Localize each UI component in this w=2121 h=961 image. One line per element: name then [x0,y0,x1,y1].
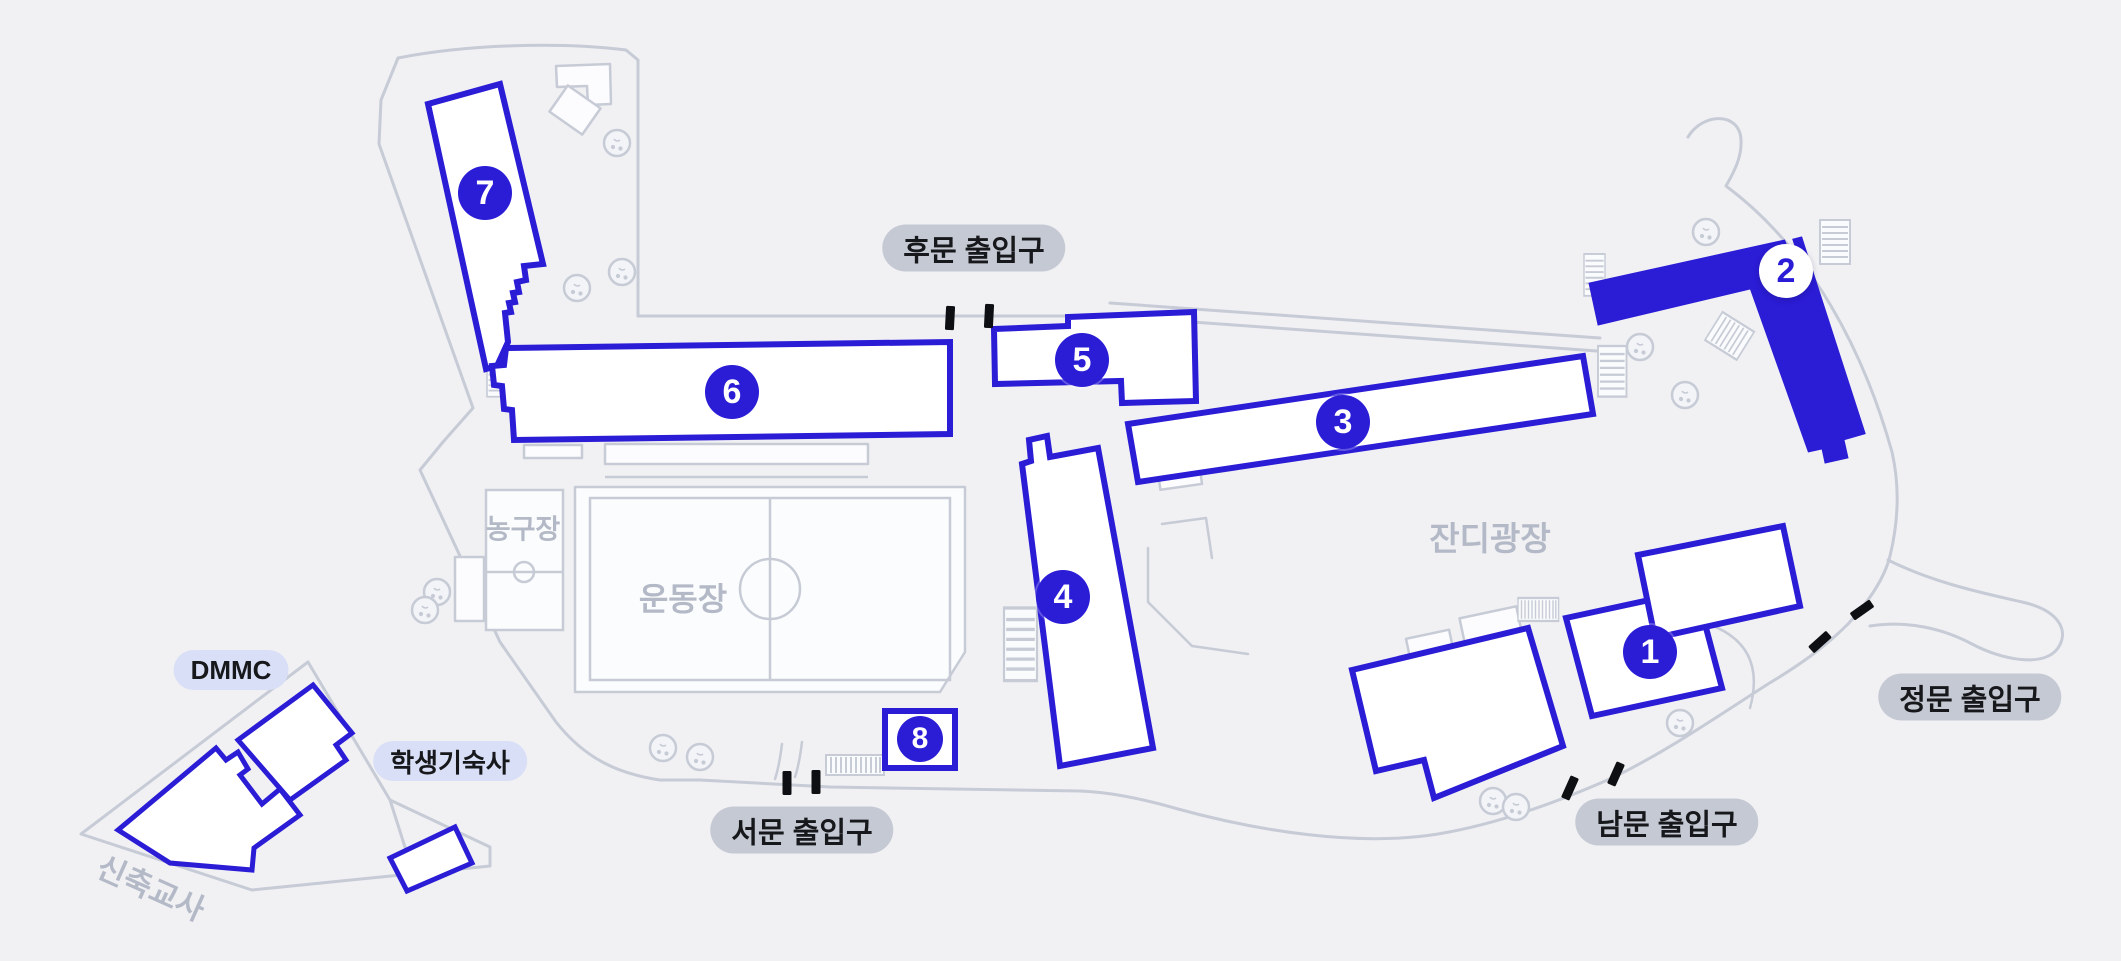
tree-icon [648,733,678,763]
dmmc-label: DMMC [173,650,289,690]
stairs-icon [1819,219,1851,265]
boundary-west [377,56,702,782]
building-1-upper-shape[interactable] [1634,522,1804,642]
building-5-badge[interactable]: 5 [1055,333,1109,387]
walkway-westgate-2 [793,740,804,779]
sports-field [573,485,967,694]
gate-marker [983,303,995,329]
building-4-badge[interactable]: 4 [1036,570,1090,624]
west-gate-label: 서문 출입구 [710,806,894,854]
tree-icon [410,595,440,625]
stairs-icon [1703,310,1756,361]
tree-icon [685,742,715,772]
tree-icon [602,128,632,158]
gate-marker [1808,631,1832,653]
road-main-gate-loop [1868,558,2064,662]
road-north-upper [1108,301,1602,340]
building-2-badge[interactable]: 2 [1759,244,1813,298]
dormitory-building-shape[interactable] [386,823,476,895]
gate-marker [944,305,956,331]
main-gate-label: 정문 출입구 [1878,673,2062,721]
tree-icon [1625,332,1655,362]
stairs-icon [1002,606,1039,683]
stairs-icon [825,754,885,776]
south-gate-label: 남문 출입구 [1575,798,1759,846]
tree-icon [1670,380,1700,410]
building-1-badge[interactable]: 1 [1623,625,1677,679]
building-3-badge[interactable]: 3 [1316,395,1370,449]
dmmc-building-b-shape[interactable] [234,681,356,804]
gate-marker [1850,600,1874,620]
basketball-court-label: 농구장 [485,514,561,545]
lawn-plaza-label: 잔디광장 [1429,520,1551,557]
court-small [453,555,486,623]
basketball-court [484,488,565,632]
dormitory-label: 학생기숙사 [373,741,527,781]
walkway-westgate-1 [773,742,784,781]
gate-marker [1561,775,1579,801]
building-6-badge[interactable]: 6 [705,365,759,419]
building-1-lower-shape[interactable] [1348,624,1567,803]
sports-field-label: 운동장 [638,581,728,617]
dmmc-building-a-shape[interactable] [113,744,304,873]
gate-marker [782,771,792,795]
walkway-lawn-1 [1146,546,1250,656]
bleacher-small [522,443,584,460]
tree-icon [1665,708,1695,738]
walkway-lawn-2 [1160,516,1214,560]
building-7-badge[interactable]: 7 [458,166,512,220]
stairs-icon [1596,344,1628,398]
bleacher-main [603,442,870,466]
stairs-icon [1516,596,1560,623]
tree-icon [562,273,592,303]
gate-marker [1607,761,1625,787]
back-gate-label: 후문 출입구 [882,224,1066,272]
small-building-nw-tilted [548,84,602,136]
boundary-east [698,117,1899,841]
tree-icon [1501,792,1531,822]
gate-markers [782,303,1874,801]
boundary-northwest [396,43,640,318]
building-8-badge[interactable]: 8 [897,716,943,762]
tree-icon [1691,217,1721,247]
gate-marker [811,770,821,794]
tree-icon [607,257,637,287]
